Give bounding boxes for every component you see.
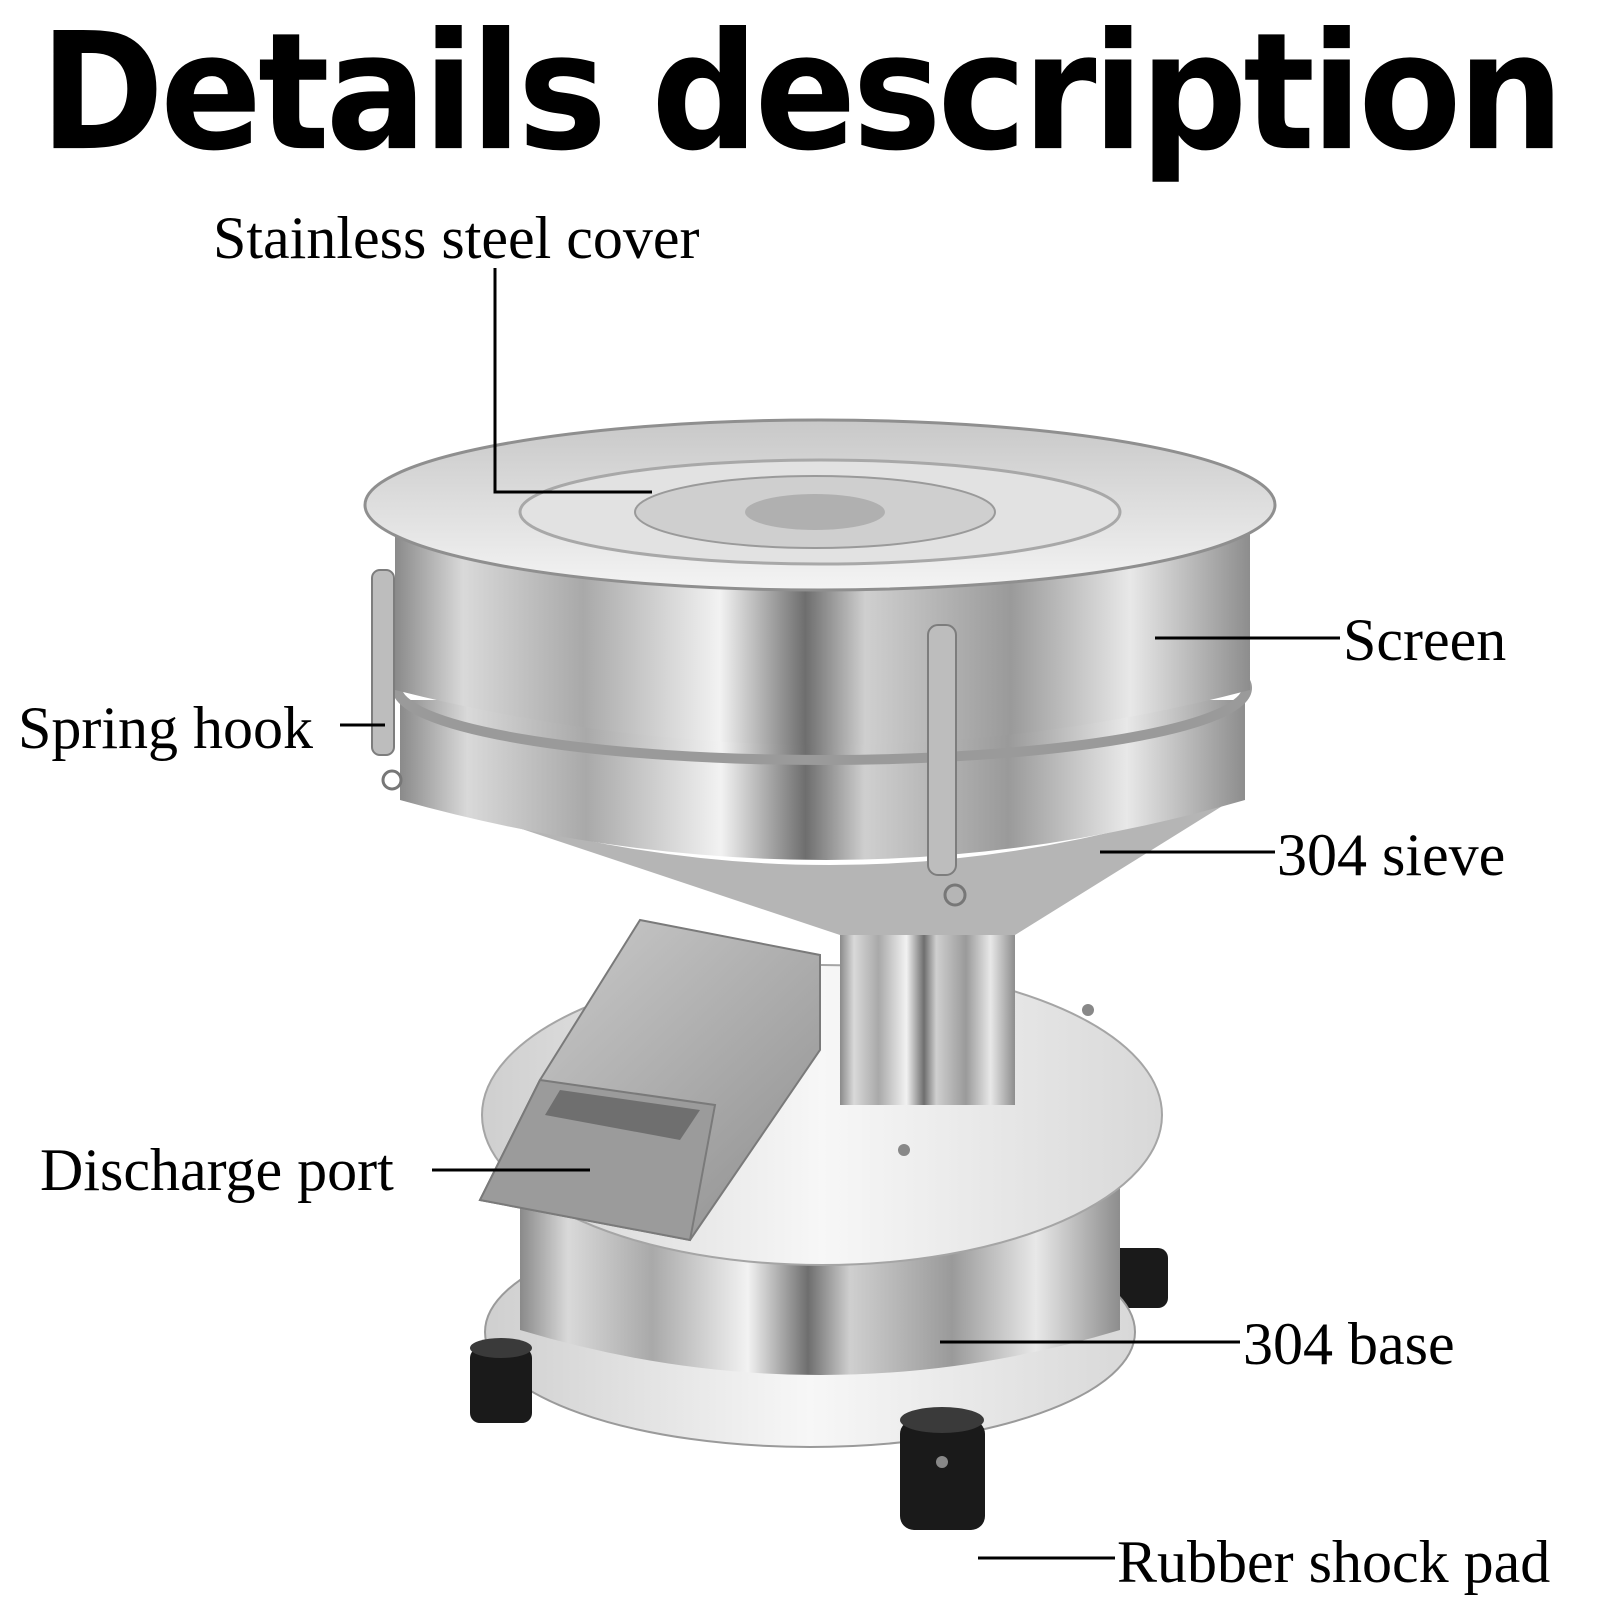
- spring-hook-left: [371, 569, 403, 791]
- leader-lines: [340, 268, 1340, 1560]
- label-stainless-steel-cover: Stainless steel cover: [213, 205, 700, 271]
- label-rubber-shock-pad: Rubber shock pad: [1117, 1529, 1551, 1595]
- center-column: [840, 915, 1015, 1105]
- label-304-base: 304 base: [1243, 1311, 1455, 1377]
- spring-hook-right: [927, 624, 967, 907]
- label-304-sieve: 304 sieve: [1277, 822, 1506, 888]
- label-screen: Screen: [1343, 607, 1507, 673]
- rubber-pad-front: [900, 1407, 985, 1530]
- rubber-pad-left: [470, 1338, 532, 1423]
- label-discharge-port: Discharge port: [40, 1137, 394, 1203]
- page-title: Details description: [39, 0, 1565, 187]
- sieve-drum: [400, 700, 1245, 860]
- funnel: [420, 795, 1240, 935]
- label-spring-hook: Spring hook: [18, 695, 314, 761]
- discharge-chute: [478, 918, 821, 1242]
- rubber-pad-back: [1108, 1248, 1168, 1308]
